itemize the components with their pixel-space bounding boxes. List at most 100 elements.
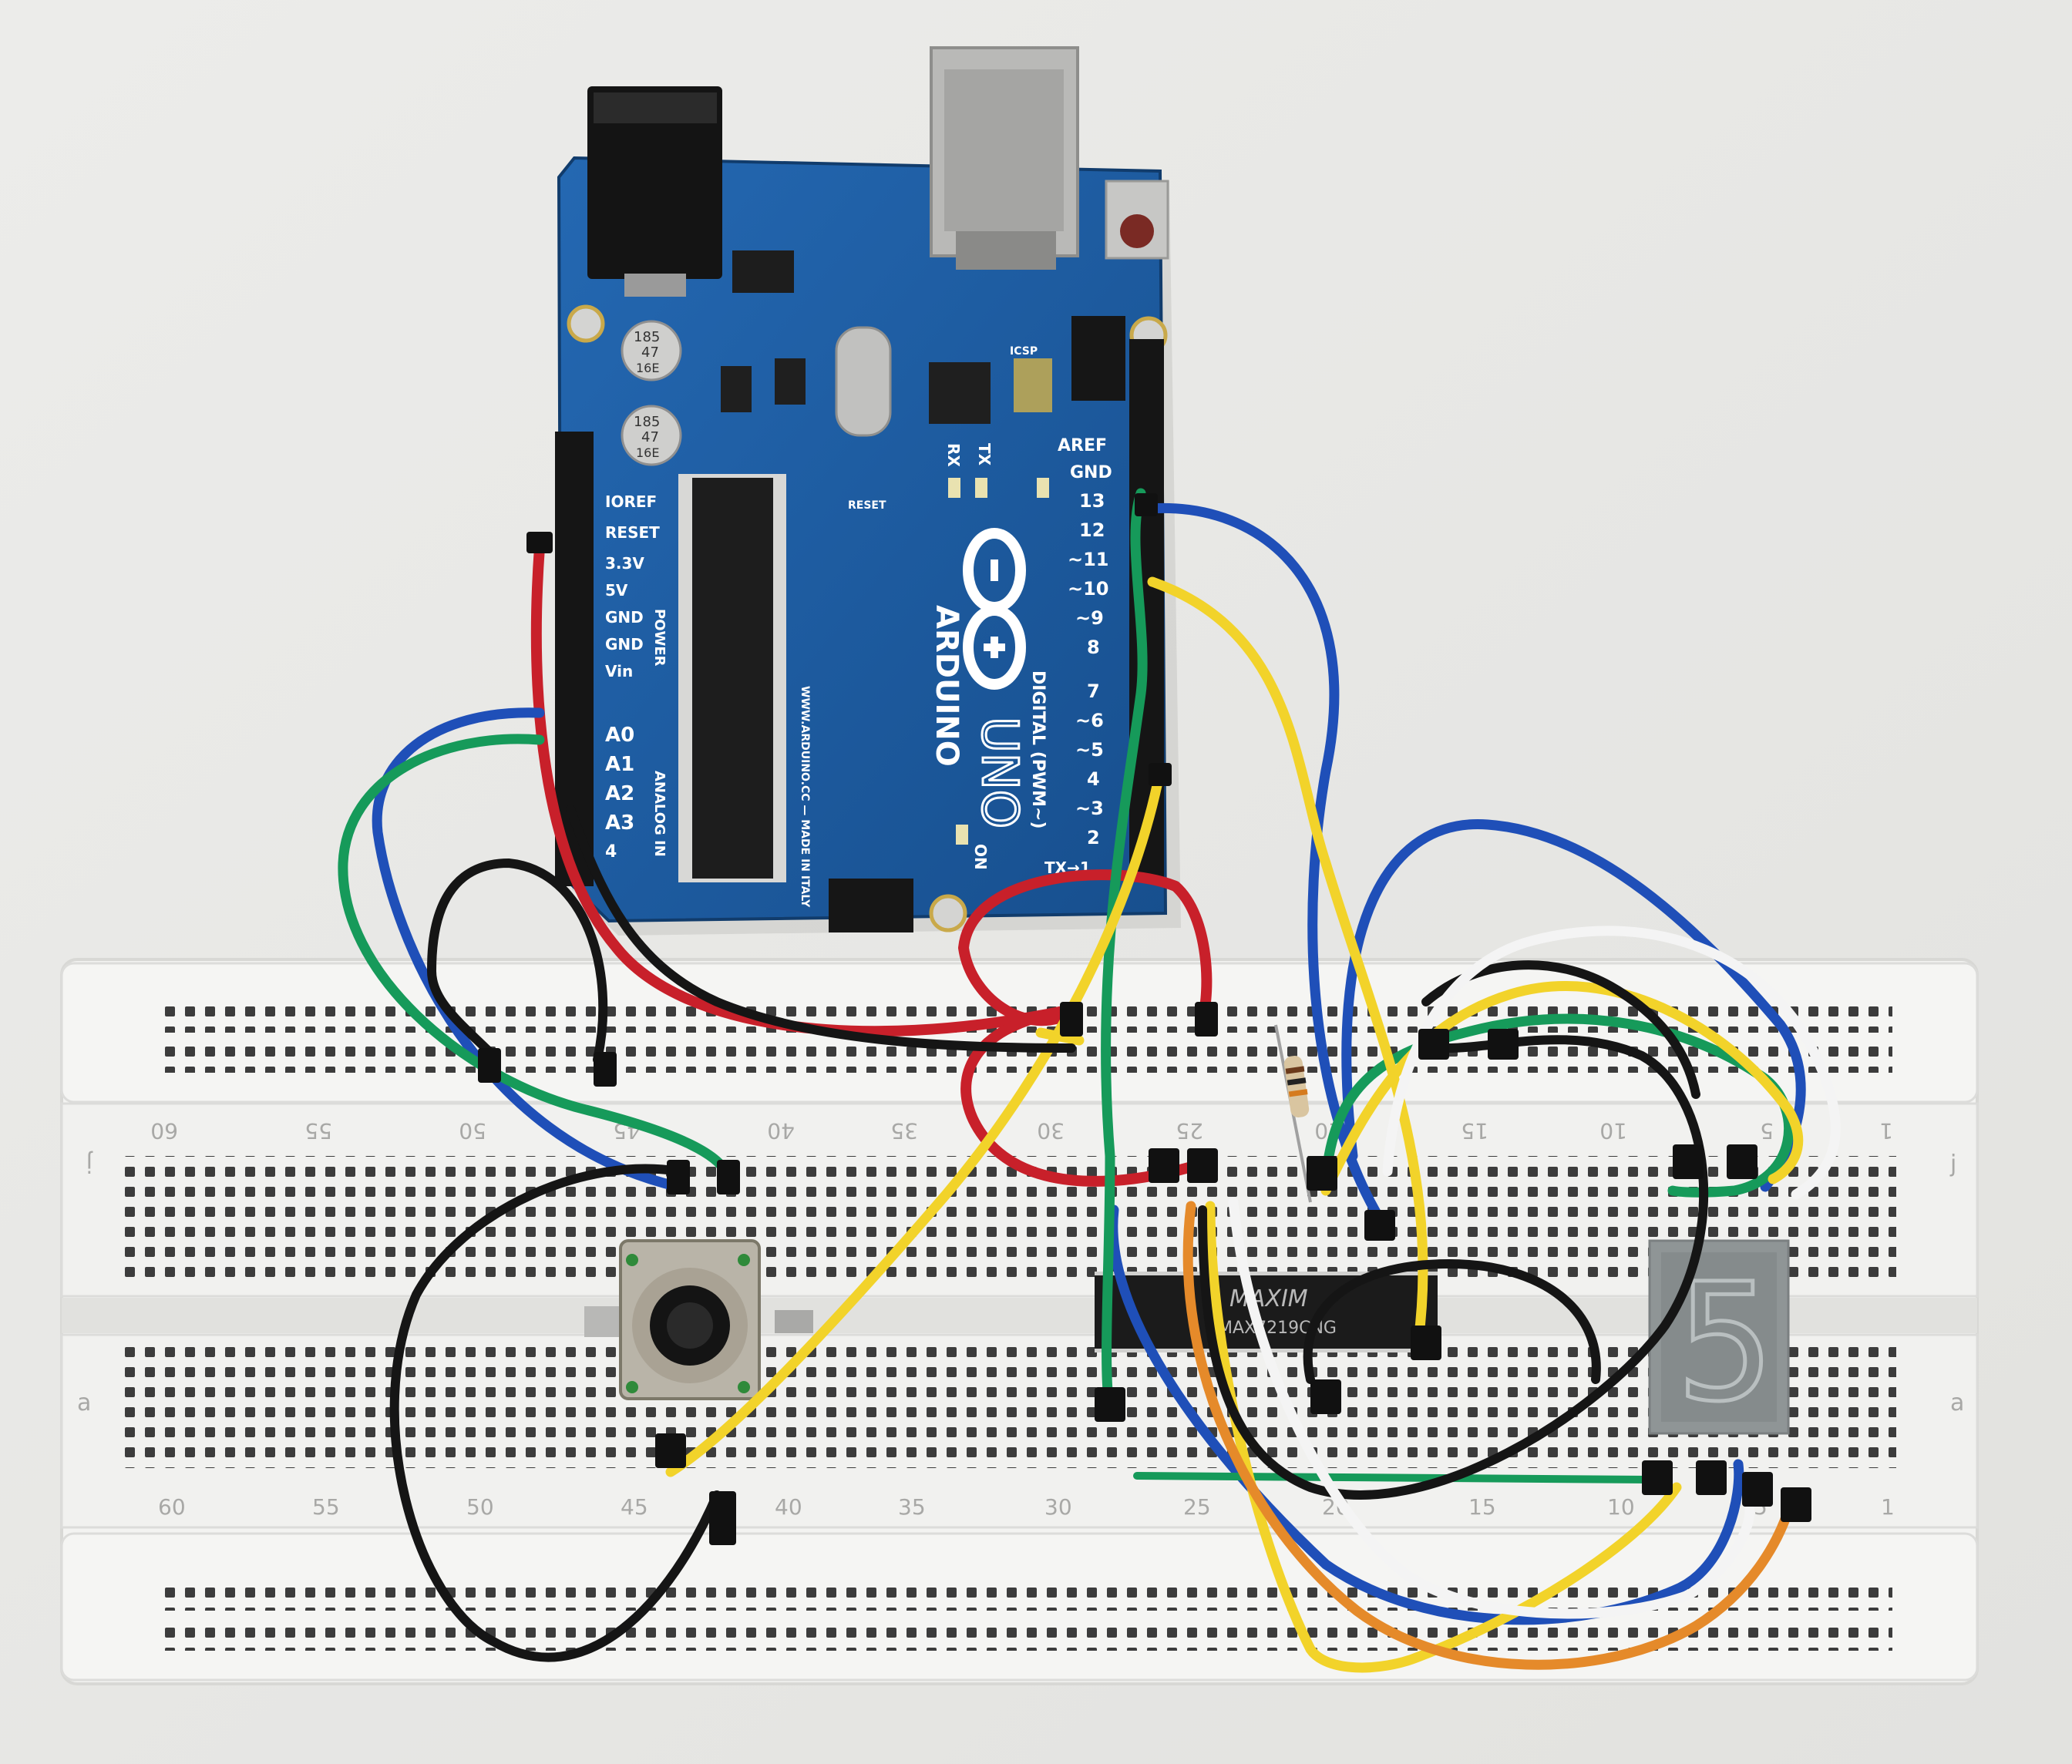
connector bbox=[1060, 1002, 1083, 1037]
tx-led-label: TX bbox=[975, 443, 994, 466]
power-pin-label: 5V bbox=[605, 581, 628, 600]
connector bbox=[1642, 1460, 1673, 1495]
reset-button[interactable] bbox=[1105, 180, 1169, 260]
digital-header: AREF GND 13 12 ~11 ~10 ~9 8 7 ~6 ~5 4 ~3… bbox=[1028, 339, 1164, 879]
wire-blue bbox=[1341, 819, 1806, 1192]
voltage-regulator bbox=[732, 250, 794, 293]
usb-b-connector bbox=[930, 46, 1079, 270]
connector bbox=[1310, 1379, 1341, 1414]
bb-row-label-right-a: a bbox=[1950, 1389, 1964, 1416]
wire-yellow bbox=[1035, 1027, 1085, 1046]
connector bbox=[667, 1160, 690, 1194]
connector bbox=[655, 1433, 686, 1468]
rotary-encoder[interactable] bbox=[584, 1239, 813, 1400]
wire-green bbox=[1320, 1013, 1794, 1198]
small-chip bbox=[775, 358, 806, 405]
connector bbox=[1364, 1210, 1395, 1241]
led bbox=[956, 825, 968, 845]
wire-white bbox=[1228, 1197, 1755, 1619]
bb-num-bottom: 25 bbox=[1183, 1494, 1211, 1520]
analog-pin-label: A0 bbox=[605, 724, 634, 747]
power-pin-label: RESET bbox=[605, 523, 660, 542]
icsp-header-top bbox=[1014, 316, 1125, 412]
icsp-header-bottom bbox=[829, 879, 913, 932]
capacitor-label: 185 bbox=[634, 414, 660, 430]
digital-pin-label: ~10 bbox=[1068, 578, 1109, 600]
arduino-logo: ARDUINO UNO WWW.ARDUINO.CC — MADE IN ITA… bbox=[799, 528, 1029, 908]
capacitor-label: 16E bbox=[636, 361, 659, 375]
digital-pin-label: ~5 bbox=[1075, 739, 1104, 761]
wire-connectors bbox=[478, 493, 1811, 1545]
bb-numbers-bottom: 60 55 50 45 40 35 30 25 20 15 10 5 1 bbox=[158, 1494, 1895, 1520]
bb-num-top: 40 bbox=[767, 1118, 795, 1144]
bb-num-top: 1 bbox=[1879, 1118, 1893, 1144]
bb-num-top: 25 bbox=[1176, 1118, 1203, 1144]
power-pin-label: 3.3V bbox=[605, 554, 644, 573]
connector bbox=[717, 1160, 740, 1194]
connector bbox=[1135, 493, 1158, 516]
power-header-title: POWER bbox=[651, 609, 668, 667]
wire-green-link bbox=[1133, 1472, 1653, 1483]
bb-num-top: 15 bbox=[1461, 1118, 1488, 1144]
wire-green bbox=[338, 734, 734, 1184]
resistor bbox=[1274, 1024, 1312, 1203]
analog-pin-label: A3 bbox=[605, 811, 634, 835]
uno-model-text: UNO bbox=[970, 717, 1028, 828]
digital-header-title: DIGITAL (PWM~) bbox=[1028, 670, 1048, 829]
connector bbox=[1187, 1148, 1218, 1183]
capacitor-label: 47 bbox=[641, 344, 659, 361]
wire-yellow bbox=[665, 765, 1166, 1477]
arduino-brand-text: ARDUINO bbox=[929, 605, 964, 767]
power-header: IOREF RESET 3.3V 5V GND GND Vin POWER bbox=[555, 432, 668, 724]
connector bbox=[1742, 1472, 1773, 1507]
mounting-hole bbox=[929, 894, 967, 932]
breadboard: j a j a 60 55 50 45 40 35 30 25 20 15 10… bbox=[60, 958, 1979, 1685]
analog-pin-label: A1 bbox=[605, 753, 634, 776]
seven-segment-display: 5 bbox=[1648, 1239, 1790, 1440]
digital-pin-label: 12 bbox=[1079, 519, 1105, 541]
digital-pin-label: ~9 bbox=[1075, 607, 1104, 629]
bb-num-top: 5 bbox=[1760, 1118, 1774, 1144]
digital-pin-label: ~11 bbox=[1068, 549, 1109, 570]
bb-num-bottom: 45 bbox=[621, 1494, 648, 1520]
connector bbox=[1307, 1156, 1337, 1191]
connector bbox=[594, 1052, 617, 1087]
bb-num-bottom: 30 bbox=[1044, 1494, 1072, 1520]
wire-blue bbox=[1108, 1205, 1744, 1625]
jumper-wires bbox=[338, 488, 1841, 1673]
bb-num-bottom: 35 bbox=[898, 1494, 926, 1520]
wire-yellow bbox=[1147, 576, 1428, 1346]
connector bbox=[1696, 1460, 1727, 1495]
digital-pin-label: ~3 bbox=[1075, 798, 1104, 819]
connector bbox=[1149, 763, 1172, 786]
digital-pin-label: ~6 bbox=[1075, 710, 1104, 731]
wire-black bbox=[389, 1164, 722, 1662]
crystal bbox=[835, 326, 892, 437]
connector bbox=[1673, 1144, 1704, 1179]
on-led-label: ON bbox=[971, 844, 990, 870]
reset-label: RESET bbox=[848, 499, 886, 512]
power-pin-label: Vin bbox=[605, 662, 633, 680]
wire-orange bbox=[1182, 1201, 1794, 1670]
connector bbox=[1411, 1326, 1441, 1360]
mounting-hole bbox=[567, 304, 605, 343]
capacitor: 185 47 16E bbox=[621, 320, 682, 381]
connector bbox=[1727, 1144, 1758, 1179]
wire-blue bbox=[372, 707, 684, 1192]
wire-yellow bbox=[1320, 981, 1804, 1196]
atmega328-chip bbox=[678, 474, 786, 882]
wire-blue bbox=[1143, 502, 1389, 1231]
bb-num-bottom: 55 bbox=[312, 1494, 340, 1520]
digital-pin-label: 13 bbox=[1079, 490, 1105, 512]
connector bbox=[1488, 1029, 1519, 1060]
bb-row-label-left-a: a bbox=[77, 1389, 91, 1416]
bb-num-top: 50 bbox=[459, 1118, 486, 1144]
connector bbox=[1418, 1029, 1449, 1060]
analog-pin-label: A2 bbox=[605, 782, 634, 805]
bb-num-bottom: 1 bbox=[1881, 1494, 1895, 1520]
capacitor: 185 47 16E bbox=[621, 405, 682, 466]
capacitor-label: 185 bbox=[634, 329, 660, 345]
wire-black bbox=[427, 858, 608, 1064]
bb-num-bottom: 60 bbox=[158, 1494, 186, 1520]
